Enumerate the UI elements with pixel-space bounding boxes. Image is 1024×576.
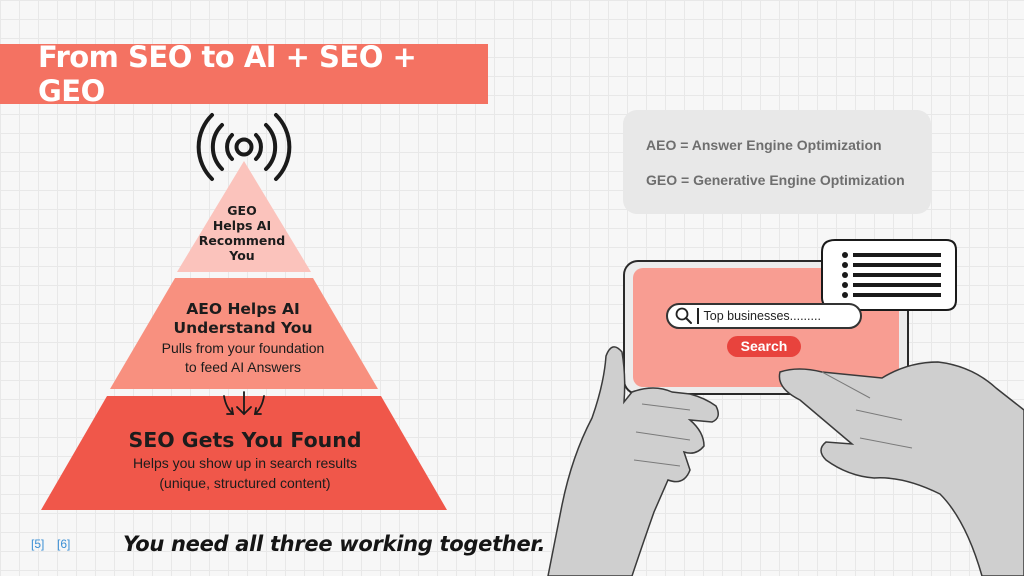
magnifier-icon — [675, 307, 692, 324]
citation-5[interactable]: [5] — [31, 537, 45, 551]
aeo-heading-1: AEO Helps AI — [186, 300, 300, 318]
phone-search-text: Top businesses......... — [703, 309, 821, 323]
hands-illustration — [547, 346, 1024, 576]
geo-line-2: Helps AI — [212, 218, 272, 233]
aeo-definition: AEO = Answer Engine Optimization — [646, 137, 882, 153]
geo-line-1: GEO — [227, 203, 257, 218]
search-cursor — [697, 308, 699, 324]
tagline: You need all three working together. — [123, 532, 546, 556]
broadcast-signal-icon — [196, 113, 292, 181]
title-banner: From SEO to AI + SEO + GEO — [0, 40, 488, 108]
aeo-heading-2: Understand You — [173, 319, 313, 337]
seo-heading: SEO Gets You Found — [128, 428, 362, 452]
citation-6[interactable]: [6] — [57, 537, 71, 551]
geo-line-3: Recommend — [198, 233, 286, 248]
pyramid-tier-geo — [177, 161, 311, 272]
phone-search-bar[interactable]: Top businesses......... — [666, 303, 862, 329]
phone-search-button[interactable]: Search — [727, 336, 801, 357]
seo-subtext-1: Helps you show up in search results — [132, 455, 358, 471]
geo-definition: GEO = Generative Engine Optimization — [646, 172, 905, 188]
seo-tier-label: SEO Gets You Found Helps you show up in … — [80, 428, 410, 492]
aeo-subtext-1: Pulls from your foundation — [161, 340, 325, 356]
aeo-subtext-2: to feed AI Answers — [185, 359, 301, 375]
definitions-box: AEO = Answer Engine Optimization GEO = G… — [623, 110, 931, 214]
geo-line-4: You — [229, 248, 255, 263]
page-title: From SEO to AI + SEO + GEO — [38, 40, 417, 108]
pyramid-tier-seo — [41, 396, 447, 510]
geo-tier-label: GEO Helps AI Recommend You — [196, 203, 288, 263]
seo-subtext-2: (unique, structured content) — [159, 475, 331, 491]
down-arrows-icon — [223, 391, 265, 416]
pyramid-tier-aeo — [110, 278, 378, 389]
aeo-tier-label: AEO Helps AI Understand You Pulls from y… — [128, 300, 358, 376]
